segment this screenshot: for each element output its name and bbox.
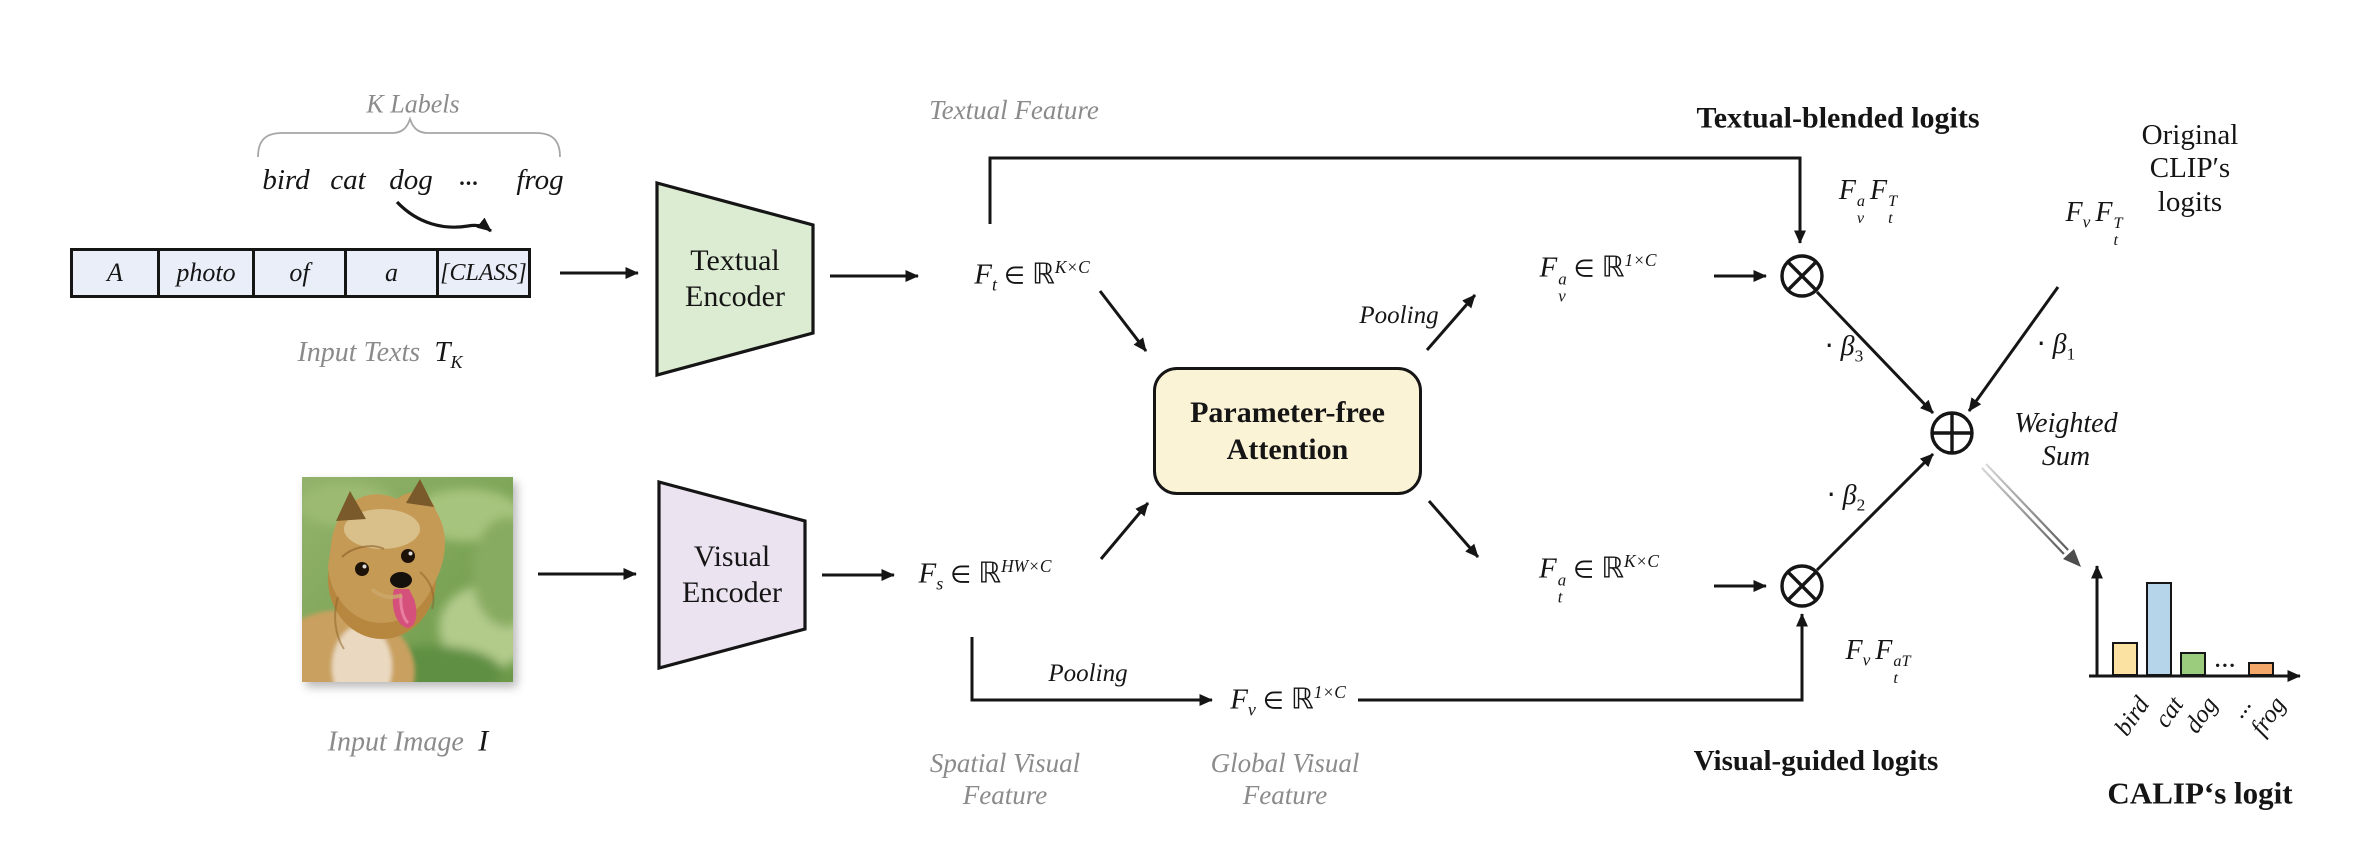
token-cell-a: A (70, 248, 160, 298)
class-word-ellipsis: ... (459, 165, 479, 191)
token-cell-class: [CLASS] (436, 248, 531, 298)
class-word-dog: dog (389, 163, 433, 196)
token-row: A photo of a [CLASS] (70, 248, 531, 298)
elbow-fv-to-otimes2 (1358, 613, 1808, 702)
class-word-cat: cat (330, 163, 366, 196)
textual-encoder-shape (655, 180, 815, 378)
oplus-weighted-sum (1930, 411, 1974, 455)
class-word-bird: bird (262, 163, 310, 196)
chart-axis-ellipsis: ... (2215, 648, 2237, 672)
attention-label-line2: Attention (1226, 433, 1349, 466)
pooling-top-label: Pooling (1359, 302, 1439, 329)
otimes-textual-blended (1780, 254, 1824, 298)
parameter-free-attention-box: Parameter-free Attention (1153, 367, 1422, 495)
arrow-otimes2-to-oplus (1815, 452, 1935, 572)
token-cell-a2: a (344, 248, 439, 298)
visual-encoder-label: Visual Encoder (682, 540, 782, 609)
input-texts-caption: Input Texts TK (297, 335, 463, 372)
bar-frog (2248, 662, 2274, 676)
original-clip-logits-heading: Original CLIP′s logits (2141, 118, 2239, 218)
pooling-bottom-label: Pooling (1048, 660, 1128, 687)
bar-bird (2112, 642, 2138, 676)
fs-formula: Fs∈ℝHW×C (918, 555, 1052, 594)
bar-cat (2146, 582, 2172, 676)
class-word-frog: frog (516, 163, 564, 196)
spatial-visual-feature-caption: Spatial Visual Feature (929, 748, 1081, 810)
arrow-attention-to-fta (1427, 500, 1480, 558)
bar-dog (2180, 652, 2206, 676)
arrow-attention-to-fva (1425, 294, 1477, 351)
token-cell-of: of (252, 248, 347, 298)
weighted-sum-label: Weighted Sum (2014, 407, 2118, 472)
input-image (265, 477, 542, 734)
visual-guided-logits-heading: Visual-guided logits (1693, 744, 1939, 777)
dog-photo-illustration (265, 477, 542, 734)
textual-encoder-label: Textual Encoder (685, 244, 785, 313)
token-cell-photo: photo (157, 248, 255, 298)
arrow-fs-to-attention (1099, 502, 1150, 560)
beta2-weight-label: · β2 (1826, 477, 1866, 515)
global-visual-feature-caption: Global Visual Feature (1210, 748, 1360, 810)
elbow-fs-to-fv (970, 637, 1213, 706)
k-labels-caption: K Labels (366, 89, 460, 119)
arrow-oplus-to-chart (1981, 463, 2081, 567)
calip-logit-title: CALIP‘s logit (2107, 775, 2293, 811)
arrow-clip-logits-to-oplus (1967, 286, 2060, 412)
textual-blended-logits-heading: Textual-blended logits (1696, 101, 1980, 135)
input-image-caption: Input Image I (327, 724, 489, 758)
elbow-ft-to-otimes1 (988, 156, 1806, 244)
k-labels-brace (257, 116, 561, 158)
ft-formula: Ft∈ℝK×C (974, 256, 1090, 295)
visual-encoder-shape (657, 479, 807, 671)
attention-label-line1: Parameter-free (1190, 395, 1385, 429)
beta3-weight-label: · β3 (1824, 328, 1864, 366)
otimes-visual-guided (1780, 564, 1824, 608)
fv-formula: Fv∈ℝ1×C (1230, 681, 1346, 720)
textual-feature-caption: Textual Feature (929, 95, 1099, 126)
arrow-otimes1-to-oplus (1815, 290, 1935, 415)
beta1-weight-label: · β1 (2036, 326, 2076, 364)
label-to-class-arrow (395, 200, 492, 233)
arrow-ft-to-attention (1098, 290, 1148, 352)
